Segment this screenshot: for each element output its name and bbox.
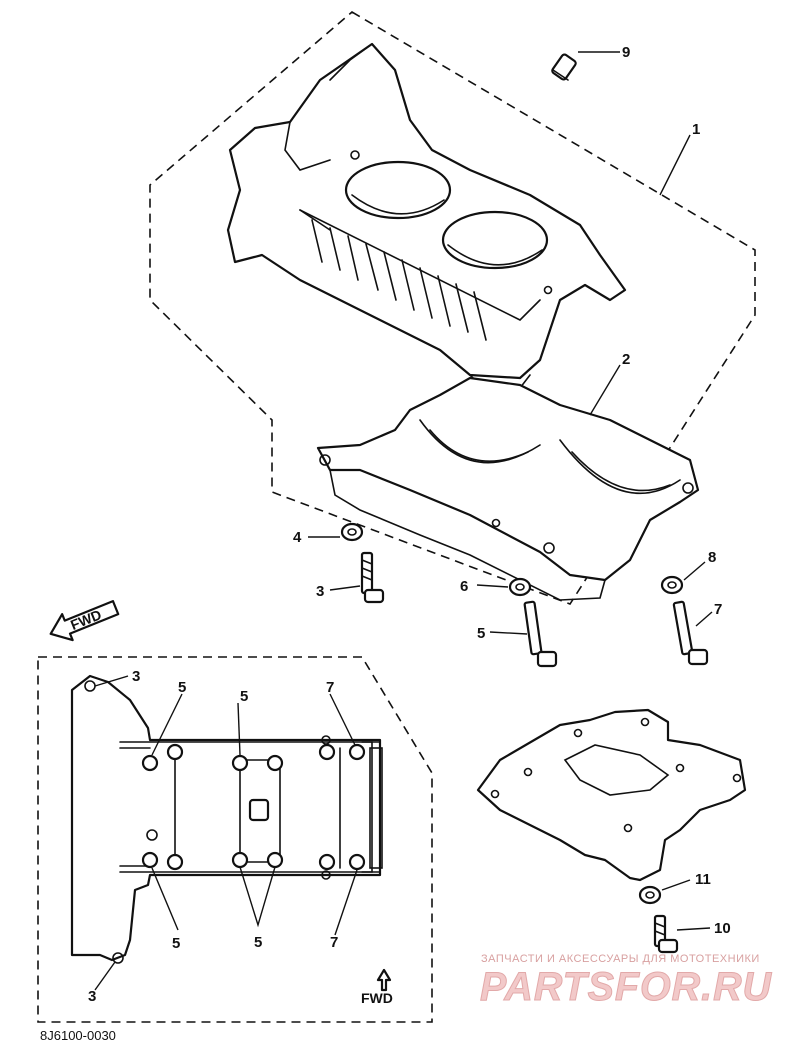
callout-7: 7 <box>714 601 722 618</box>
callout-1: 1 <box>692 121 700 138</box>
bolt-7 <box>672 600 709 666</box>
callout-5-bottom-center: 5 <box>254 934 262 951</box>
bolt-10 <box>653 914 679 954</box>
callout-11: 11 <box>695 871 711 888</box>
washer-6 <box>508 577 532 597</box>
bolt-5 <box>523 600 558 668</box>
callout-3-bottom: 3 <box>88 988 96 1005</box>
callout-2: 2 <box>622 351 630 368</box>
lower-crankcase <box>316 376 700 601</box>
stud-bolt-9 <box>551 53 577 81</box>
callout-7-top: 7 <box>326 679 334 696</box>
bottom-view-boundary <box>37 656 433 1023</box>
crankcase-bottom-view <box>70 674 383 964</box>
part-code: 8J6100-0030 <box>40 1028 116 1043</box>
bolt-3 <box>360 551 385 604</box>
washer-11 <box>638 885 662 905</box>
callout-3-top: 3 <box>132 668 140 685</box>
callout-5-top-center: 5 <box>240 688 248 705</box>
callout-5: 5 <box>477 625 485 642</box>
watermark: ЗАПЧАСТИ И АКСЕССУАРЫ ДЛЯ МОТОТЕХНИКИ PA… <box>480 953 772 1010</box>
upper-crankcase <box>226 42 627 389</box>
watermark-tagline: ЗАПЧАСТИ И АКСЕССУАРЫ ДЛЯ МОТОТЕХНИКИ <box>481 953 760 965</box>
callout-8: 8 <box>708 549 716 566</box>
callout-5-top-left: 5 <box>178 679 186 696</box>
callout-9: 9 <box>622 44 630 61</box>
callout-7-bottom: 7 <box>330 934 338 951</box>
watermark-brand: PARTSFOR.RU <box>480 965 772 1009</box>
washer-8 <box>660 575 684 595</box>
callout-4: 4 <box>293 529 302 546</box>
callout-5-bottom-left: 5 <box>172 935 180 952</box>
cover-plate <box>476 708 747 882</box>
fwd-label: FWD <box>68 606 104 633</box>
callout-3: 3 <box>316 583 324 600</box>
fwd-label-bottom: FWD <box>361 990 393 1006</box>
fwd-arrow-icon: FWD <box>49 600 120 642</box>
callout-10: 10 <box>714 920 731 937</box>
callout-6: 6 <box>460 578 468 595</box>
fwd-up-arrow-icon: FWD <box>361 968 393 1006</box>
washer-4 <box>340 522 364 542</box>
